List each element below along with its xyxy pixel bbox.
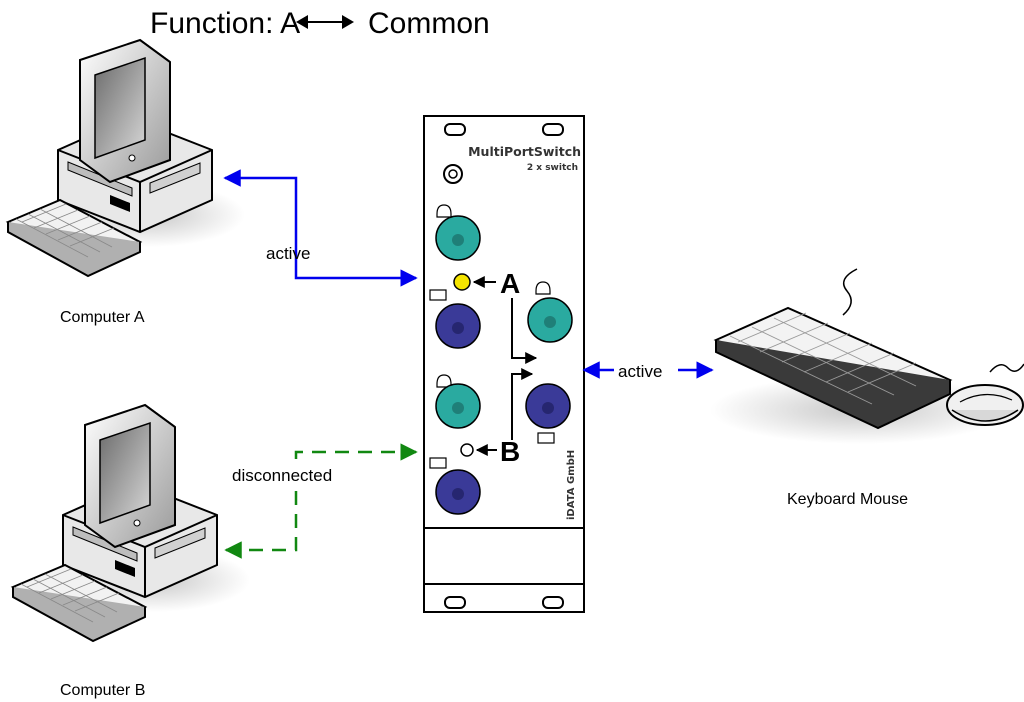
internal-route-b: [511, 368, 534, 440]
port-a-label: A: [500, 268, 520, 299]
multiport-switch: MultiPortSwitch 2 x switch iDATA GmbH A: [423, 115, 585, 613]
mount-slot-icon: [542, 123, 564, 136]
common-port-keyboard: [525, 383, 571, 444]
keyboard-mouse-label: Keyboard Mouse: [787, 491, 908, 508]
switch-body: [423, 115, 585, 613]
link-b-line: [224, 443, 418, 559]
keyboard-icon: [537, 432, 555, 444]
port-b-label: B: [500, 436, 520, 467]
port-a-mouse: [435, 204, 481, 261]
power-jack-icon: [443, 164, 463, 184]
computer-b-label: Computer B: [60, 682, 145, 699]
link-peripheral: active: [582, 360, 714, 382]
mount-slot-icon: [444, 596, 466, 609]
keyboard-icon: [429, 457, 447, 469]
double-headed-arrow-icon: [296, 15, 354, 29]
computer-a-icon: [7, 39, 246, 277]
diagram-title: Function: A Common: [150, 7, 490, 40]
port-b-mouse: [435, 374, 481, 429]
link-computer-a: active: [223, 169, 418, 287]
link-computer-b: disconnected: [224, 443, 418, 559]
switch-model: 2 x switch: [527, 163, 578, 173]
mount-slot-icon: [542, 596, 564, 609]
mouse-icon: [436, 204, 452, 218]
link-peripheral-label: active: [618, 362, 662, 381]
common-port-mouse: [527, 281, 573, 343]
internal-route-a: [511, 298, 538, 364]
switch-vendor: iDATA GmbH: [566, 450, 577, 520]
port-b-keyboard: [429, 457, 481, 515]
computer-a-label: Computer A: [60, 309, 145, 326]
computer-b: Computer B: [12, 404, 251, 699]
mouse-peripheral-icon: [946, 384, 1024, 426]
link-peripheral-label-bg: [614, 360, 678, 382]
computer-b-icon: [12, 404, 251, 642]
switch-brand: MultiPortSwitch: [468, 144, 581, 159]
mount-slot-icon: [444, 123, 466, 136]
port-a-keyboard: [429, 289, 481, 349]
link-a-line: [223, 169, 418, 287]
mouse-icon: [436, 374, 452, 388]
link-a-label: active: [266, 244, 310, 263]
link-b-label: disconnected: [232, 466, 332, 485]
mouse-icon: [535, 281, 551, 295]
title-prefix: Function: A: [150, 7, 300, 40]
keyboard-mouse: Keyboard Mouse: [710, 268, 1024, 508]
link-b-label-bg: [230, 462, 360, 488]
keyboard-icon: [429, 289, 447, 301]
port-a-led-icon: [453, 273, 471, 291]
computer-a: Computer A: [7, 39, 246, 326]
keyboard-peripheral-icon: [713, 306, 953, 430]
port-b-led-icon: [460, 443, 474, 457]
title-suffix: Common: [368, 7, 490, 40]
